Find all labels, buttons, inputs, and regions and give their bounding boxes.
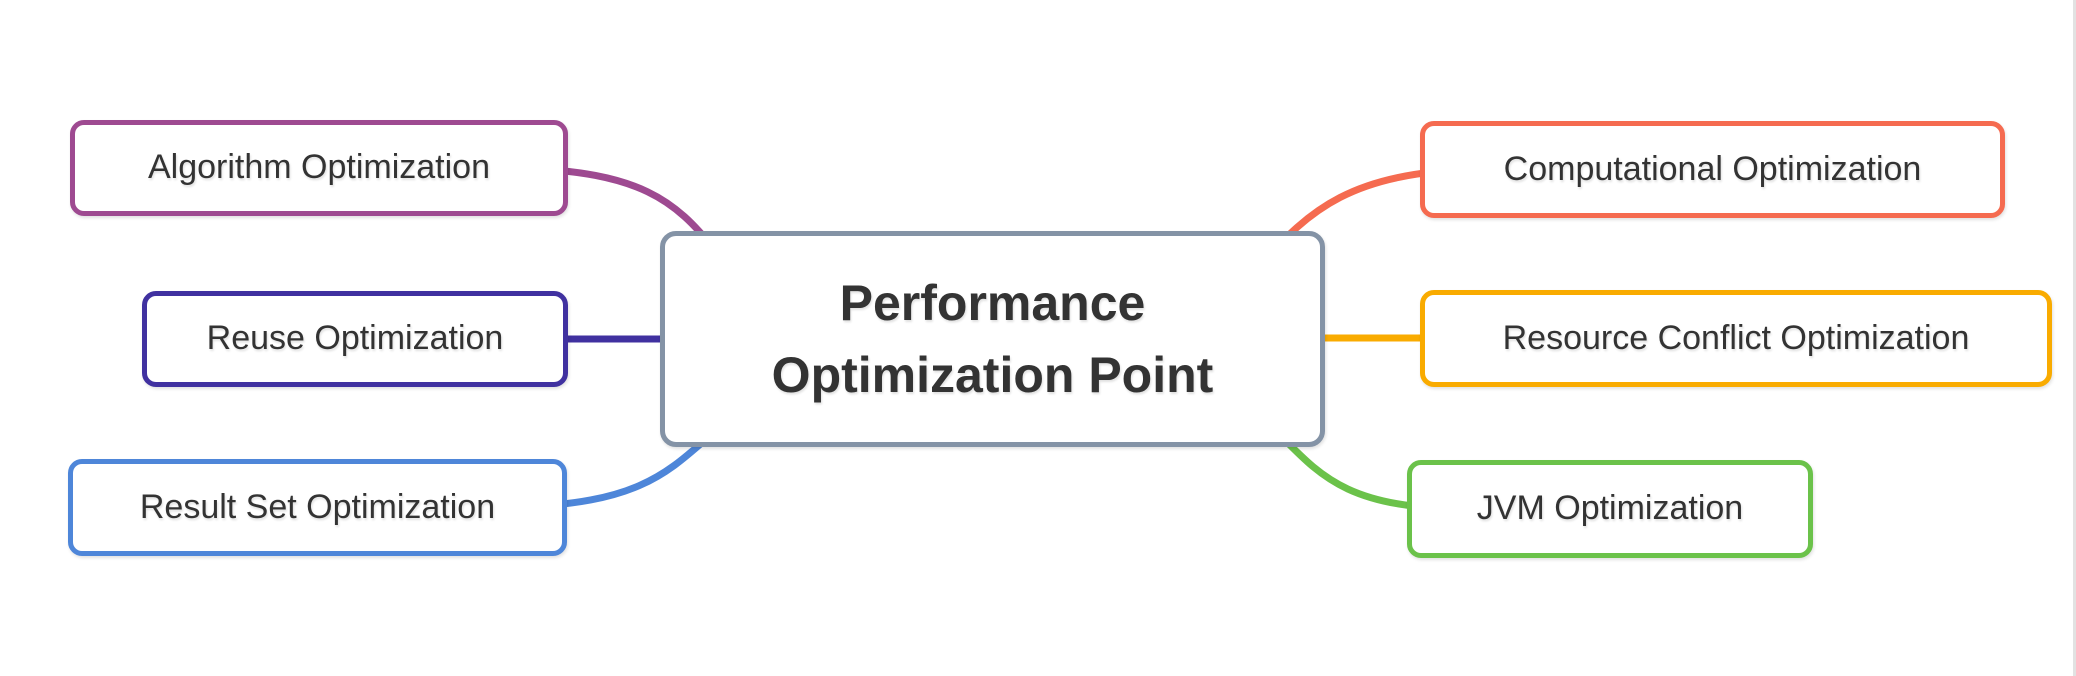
node-jvm-optimization: JVM Optimization bbox=[1407, 460, 1813, 558]
branch-node-label: Result Set Optimization bbox=[139, 487, 496, 526]
node-resource-conflict-optimization: Resource Conflict Optimization bbox=[1420, 290, 2052, 387]
branch-node-label: Resource Conflict Optimization bbox=[1502, 318, 1970, 357]
node-computational-optimization: Computational Optimization bbox=[1420, 121, 2005, 218]
branch-node-label: Reuse Optimization bbox=[206, 319, 504, 358]
canvas-right-edge bbox=[2073, 0, 2076, 676]
node-reuse-optimization: Reuse Optimization bbox=[142, 291, 568, 387]
branch-node-label: JVM Optimization bbox=[1476, 489, 1744, 528]
node-result-set-optimization: Result Set Optimization bbox=[68, 459, 567, 556]
root-node-label: Performance Optimization Point bbox=[771, 274, 1214, 404]
branch-node-label: Computational Optimization bbox=[1503, 149, 1922, 188]
branch-node-label: Algorithm Optimization bbox=[147, 148, 490, 187]
node-performance-optimization-point: Performance Optimization Point bbox=[660, 231, 1325, 447]
node-algorithm-optimization: Algorithm Optimization bbox=[70, 120, 568, 216]
